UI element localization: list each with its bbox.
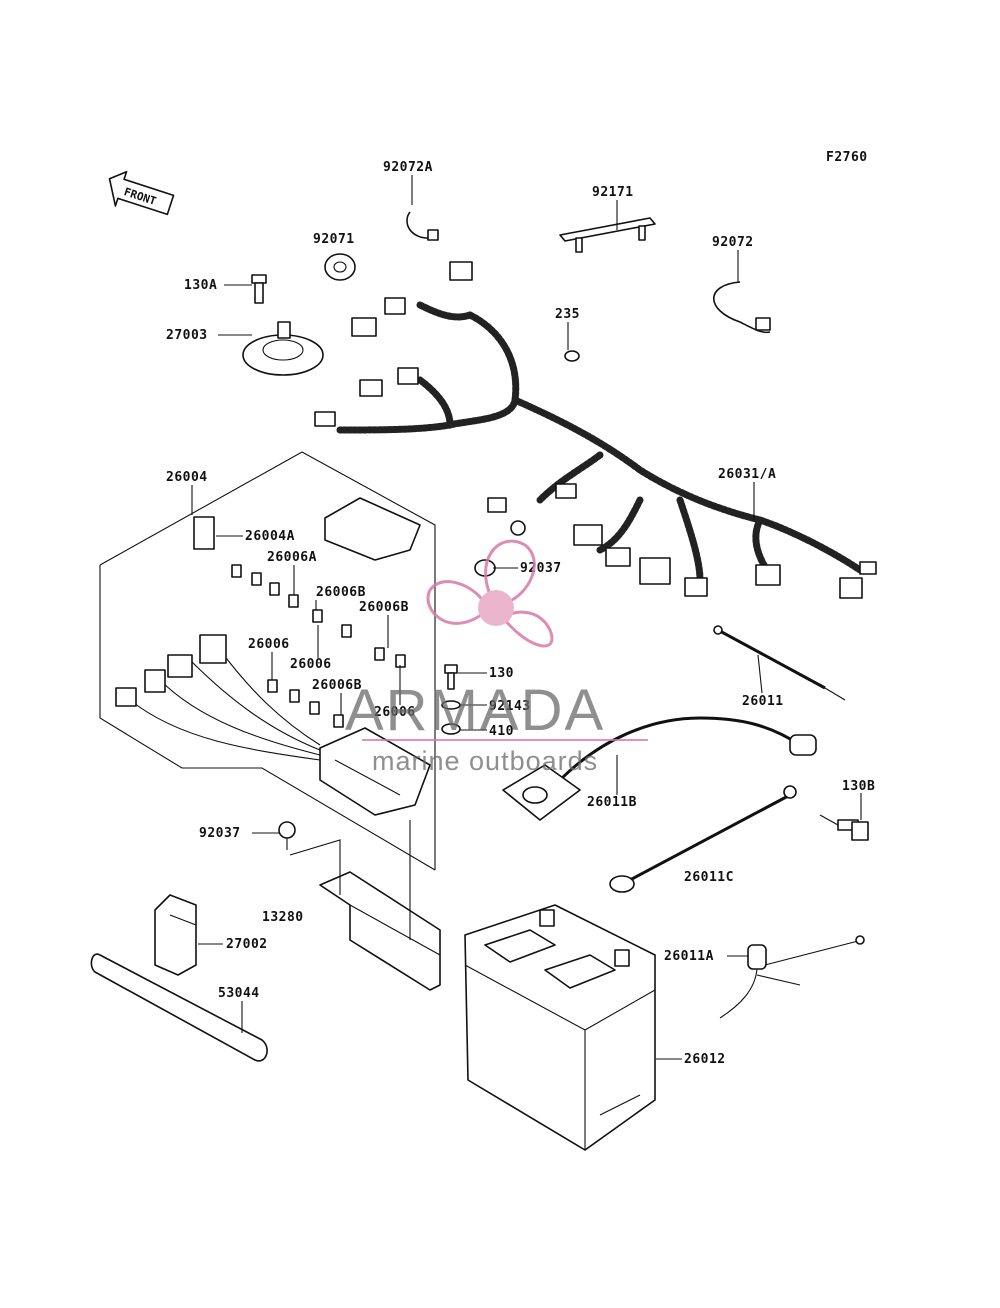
label-26011: 26011 <box>742 694 784 709</box>
label-92071: 92071 <box>313 232 355 247</box>
label-26006-3: 26006 <box>374 705 416 720</box>
label-26006B-1: 26006B <box>316 585 366 600</box>
band-92072[interactable] <box>712 281 771 334</box>
label-26004A: 26004A <box>245 529 295 544</box>
watermark: ARMADA marine outboards <box>345 539 648 776</box>
label-92072A: 92072A <box>383 160 433 175</box>
label-130B: 130B <box>842 779 875 794</box>
screw-235[interactable] <box>564 350 580 362</box>
label-26011B: 26011B <box>587 795 637 810</box>
lead-26011A[interactable] <box>719 935 865 1019</box>
washer-410[interactable] <box>441 723 461 735</box>
label-92072: 92072 <box>712 235 754 250</box>
bolt-130B[interactable] <box>837 819 869 841</box>
label-26006B-3: 26006B <box>312 678 362 693</box>
main-wiring-harness-26031A[interactable] <box>314 261 877 599</box>
front-arrow-icon: FRONT <box>108 170 175 216</box>
fuses-set[interactable] <box>231 564 406 728</box>
figure-code: F2760 <box>826 150 868 165</box>
leader-lines <box>191 175 862 1060</box>
label-13280: 13280 <box>262 910 304 925</box>
lead-26011B[interactable] <box>502 716 817 821</box>
watermark-brand: ARMADA <box>345 678 605 743</box>
label-130A: 130A <box>184 278 217 293</box>
label-26012: 26012 <box>684 1052 726 1067</box>
label-26006-1: 26006 <box>248 637 290 652</box>
label-92143: 92143 <box>489 699 531 714</box>
battery-26012[interactable] <box>464 904 656 1151</box>
label-410: 410 <box>489 724 514 739</box>
label-26006-2: 26006 <box>290 657 332 672</box>
label-26011A: 26011A <box>664 949 714 964</box>
label-92037-top: 92037 <box>520 561 562 576</box>
label-27003: 27003 <box>166 328 208 343</box>
fuse-box-group-26004[interactable] <box>99 451 436 871</box>
clamp-92072A[interactable] <box>406 211 439 241</box>
bracket-92171[interactable] <box>559 217 656 253</box>
bracket-13280[interactable] <box>319 871 441 991</box>
label-130: 130 <box>489 666 514 681</box>
watermark-tagline: marine outboards <box>372 746 598 776</box>
label-92171: 92171 <box>592 185 634 200</box>
label-26006B-2: 26006B <box>359 600 409 615</box>
part-labels: 92072A 92171 92071 92072 130A 235 27003 … <box>166 160 875 1067</box>
grommet-92071[interactable] <box>324 253 356 281</box>
horn-27003[interactable] <box>242 321 324 376</box>
label-26006A: 26006A <box>267 550 317 565</box>
bolt-130[interactable] <box>444 664 458 690</box>
label-235: 235 <box>555 307 580 322</box>
tube-53044[interactable] <box>90 953 268 1062</box>
label-53044: 53044 <box>218 986 260 1001</box>
label-26004: 26004 <box>166 470 208 485</box>
cable-26011C[interactable] <box>609 785 797 893</box>
lead-26011[interactable] <box>713 625 846 701</box>
bolt-130A[interactable] <box>251 274 267 304</box>
label-26031A: 26031/A <box>718 467 776 482</box>
relay-27002[interactable] <box>154 894 197 976</box>
propeller-logo-icon <box>426 539 554 648</box>
label-92037-bottom: 92037 <box>199 826 241 841</box>
label-26011C: 26011C <box>684 870 734 885</box>
label-27002: 27002 <box>226 937 268 952</box>
clamp-92037-bottom[interactable] <box>278 821 296 850</box>
